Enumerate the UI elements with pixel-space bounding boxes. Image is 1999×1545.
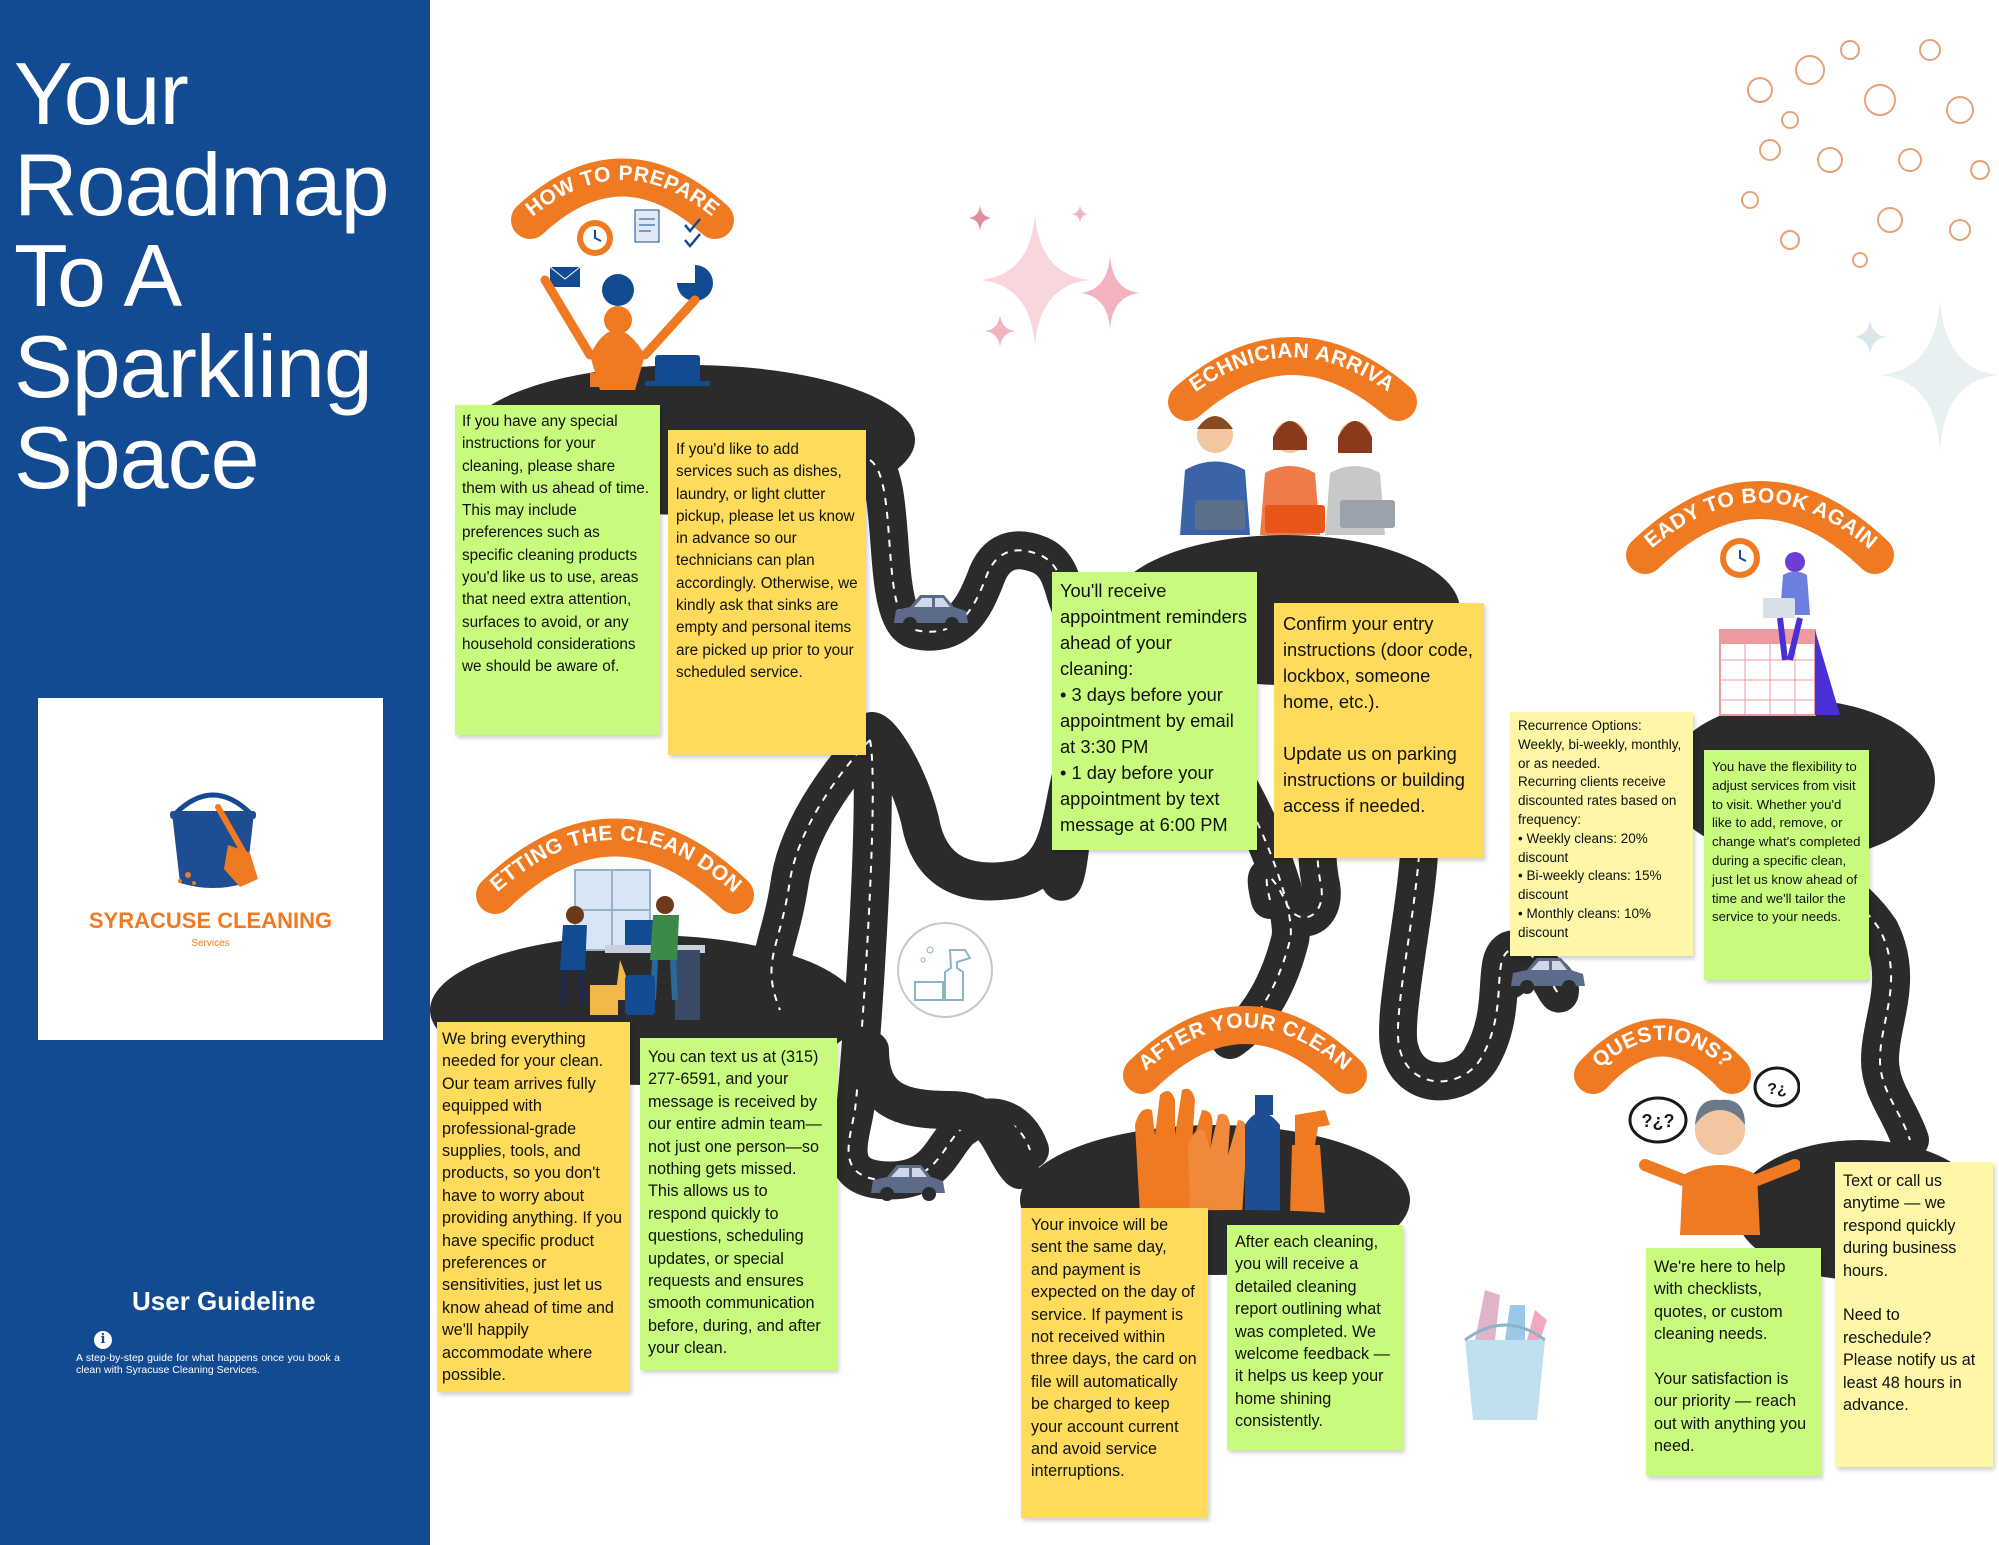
- note-arrival-1: You'll receive appointment reminders ahe…: [1052, 572, 1257, 850]
- guide-title: User Guideline: [132, 1286, 316, 1316]
- note-questions-2: Text or call us anytime — we respond qui…: [1835, 1162, 1993, 1467]
- woman-juggling-tasks-illustration: [540, 209, 713, 390]
- ribbon-ready-to-book-again: READY TO BOOK AGAIN?: [1617, 437, 1894, 574]
- note-after-1: Your invoice will be sent the same day, …: [1021, 1208, 1208, 1518]
- logo-name: SYRACUSE CLEANING: [88, 908, 333, 933]
- note-clean-2: You can text us at (315) 277-6591, and y…: [640, 1038, 837, 1370]
- note-clean-1: We bring everything needed for your clea…: [437, 1022, 630, 1392]
- logo-card: SYRACUSE CLEANING Services: [38, 698, 383, 1040]
- svg-text:?¿: ?¿: [1767, 1081, 1787, 1098]
- three-technicians-illustration: [1180, 416, 1395, 535]
- confused-man-illustration: ?¿? ?¿: [1628, 1066, 1800, 1235]
- sparkle-icon: [968, 205, 1140, 347]
- ribbon-how-to-prepare: HOW TO PREPARE: [511, 158, 734, 239]
- woman-on-calendar-illustration: [1719, 538, 1840, 716]
- bubbles-icon: [1741, 39, 1990, 268]
- note-book-1: Recurrence Options: Weekly, bi-weekly, m…: [1510, 712, 1693, 956]
- sidebar: Your Roadmap To A Sparkling Space SYRACU…: [0, 0, 430, 1545]
- car-icon: [1511, 958, 1585, 994]
- ribbon-after-your-clean: AFTER YOUR CLEAN: [1123, 1006, 1367, 1094]
- logo-sub: Services: [191, 938, 230, 949]
- page-title: Your Roadmap To A Sparkling Space: [14, 44, 390, 507]
- note-questions-1: We're here to help with checklists, quot…: [1646, 1248, 1821, 1476]
- ribbon-questions: QUESTIONS?: [1574, 1018, 1751, 1094]
- office-cleaners-illustration: [560, 869, 705, 1020]
- spray-bottle-badge-icon: [897, 922, 993, 1018]
- svg-text:?¿?: ?¿?: [1642, 1111, 1675, 1131]
- note-prepare-2: If you'd like to add services such as di…: [668, 430, 866, 755]
- info-icon: i: [94, 1331, 112, 1349]
- cleaning-bucket-icon: [1464, 1290, 1547, 1420]
- car-icon: [871, 1165, 945, 1201]
- guide-description: A step-by-step guide for what happens on…: [76, 1352, 340, 1376]
- note-book-2: You have the flexibility to adjust servi…: [1704, 750, 1869, 980]
- bucket-logo-icon: [170, 792, 258, 888]
- ribbon-getting-the-clean-done: GETTING THE CLEAN DONE: [467, 772, 754, 914]
- note-after-2: After each cleaning, you will receive a …: [1227, 1225, 1403, 1450]
- note-prepare-1: If you have any special instructions for…: [455, 405, 660, 735]
- gloves-and-bottles-illustration: [1135, 1088, 1335, 1215]
- ribbon-technician-arrival: TECHNICIAN ARRIVAL: [1163, 302, 1417, 421]
- note-arrival-2: Confirm your entry instructions (door co…: [1274, 603, 1484, 858]
- car-icon: [894, 595, 968, 631]
- sparkle-icon: [1854, 300, 1999, 450]
